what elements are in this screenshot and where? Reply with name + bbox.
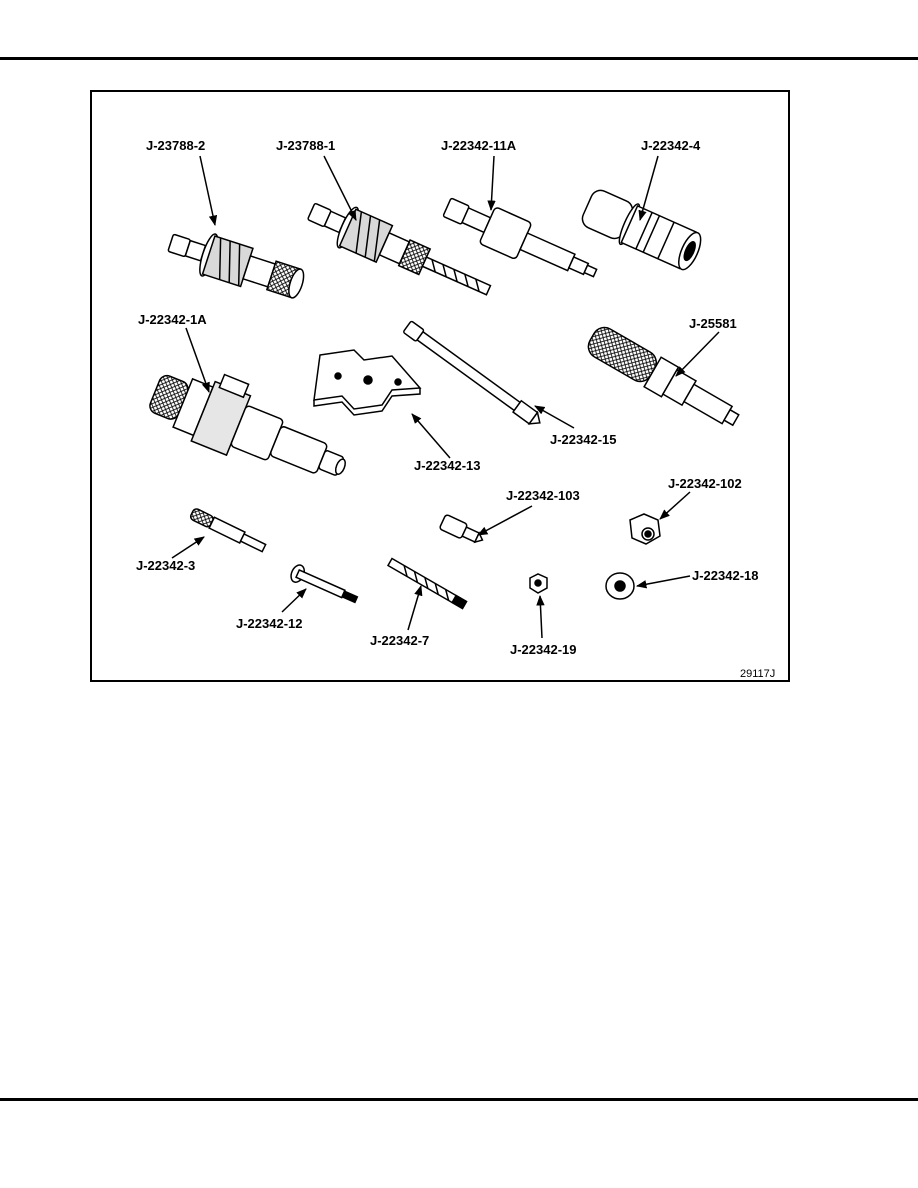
tool-j22342-13-drawing (313, 349, 422, 416)
tool-j22342-1a-drawing (149, 373, 346, 476)
tool-j22342-19-drawing (529, 573, 548, 594)
label-j22342-3: J-22342-3 (136, 558, 195, 573)
tool-j22342-102-drawing (629, 513, 661, 545)
tool-set-diagram: J-23788-2 J-23788-1 J-22342-11A J-22342-… (136, 138, 775, 680)
header-rule (0, 57, 918, 60)
tool-j22342-103-drawing (439, 514, 484, 544)
label-j22342-18: J-22342-18 (692, 568, 759, 583)
label-j22342-19: J-22342-19 (510, 642, 577, 657)
label-j25581: J-25581 (689, 316, 737, 331)
tool-j23788-2-drawing (167, 233, 305, 299)
label-j22342-13: J-22342-13 (414, 458, 481, 473)
tool-j25581-drawing (587, 326, 740, 427)
label-j22342-102: J-22342-102 (668, 476, 742, 491)
figure-id: 29117J (740, 668, 775, 680)
tool-j22342-12-drawing (290, 564, 359, 604)
tool-j22342-11a-drawing (442, 197, 598, 278)
label-j22342-12: J-22342-12 (236, 616, 303, 631)
label-j23788-2: J-23788-2 (146, 138, 205, 153)
label-j23788-1: J-23788-1 (276, 138, 335, 153)
label-j22342-4: J-22342-4 (641, 138, 701, 153)
leader-lines (171, 155, 720, 639)
tool-j22342-18-drawing (605, 572, 635, 600)
label-j22342-11a: J-22342-11A (441, 138, 517, 153)
tool-j22342-3-drawing (189, 508, 267, 553)
label-j22342-7: J-22342-7 (370, 633, 429, 648)
label-j22342-1a: J-22342-1A (138, 312, 207, 327)
label-j22342-15: J-22342-15 (550, 432, 617, 447)
tool-j22342-4-drawing (581, 189, 702, 271)
label-j22342-103: J-22342-103 (506, 488, 580, 503)
footer-rule (0, 1098, 918, 1101)
tool-j22342-15-drawing (403, 320, 541, 425)
tool-illustration-frame: J-23788-2 J-23788-1 J-22342-11A J-22342-… (90, 90, 790, 682)
tool-j22342-7-drawing (386, 557, 468, 610)
